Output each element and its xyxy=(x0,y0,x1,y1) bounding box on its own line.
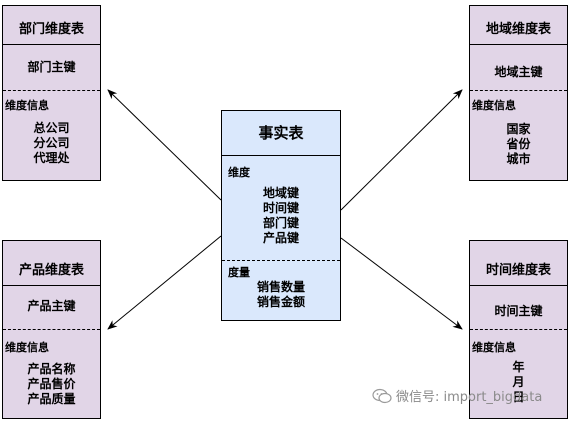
dept-title: 部门维度表 xyxy=(18,22,84,37)
fact-measure: 销售金额 xyxy=(256,295,305,309)
time-info-label: 维度信息 xyxy=(472,341,516,354)
region-info-items: 国家 省份 城市 xyxy=(470,122,567,167)
time-title-divider xyxy=(470,285,567,286)
region-key-divider xyxy=(470,90,567,91)
dept-item: 分公司 xyxy=(33,136,70,150)
watermark-text: 微信号: import_bigdata xyxy=(396,390,543,405)
dept-primary-key: 部门主键 xyxy=(27,60,76,74)
fact-dimension-label: 维度 xyxy=(228,166,250,179)
product-title: 产品维度表 xyxy=(18,263,84,278)
fact-title-divider xyxy=(222,155,340,156)
region-info-label: 维度信息 xyxy=(472,99,516,112)
fact-table: 事实表 维度 地域键 时间键 部门键 产品键 度量 销售数量 销售金额 xyxy=(221,110,341,321)
arrow-to-region xyxy=(340,89,463,211)
fact-dimension-key: 时间键 xyxy=(262,201,299,215)
fact-measure: 销售数量 xyxy=(256,280,305,294)
dept-item: 代理处 xyxy=(33,151,70,165)
fact-measure-label: 度量 xyxy=(228,266,250,279)
time-primary-key: 时间主键 xyxy=(494,304,543,318)
region-title-divider xyxy=(470,44,567,45)
region-primary-key: 地域主键 xyxy=(494,65,543,79)
product-dimension-table: 产品维度表 产品主键 维度信息 产品名称 产品售价 产品质量 xyxy=(2,240,101,419)
time-key-divider xyxy=(470,329,567,330)
arrow-to-time xyxy=(340,237,463,330)
region-item: 城市 xyxy=(506,152,531,166)
time-item: 月 xyxy=(512,375,525,389)
dept-info-label: 维度信息 xyxy=(5,99,49,112)
fact-measures: 销售数量 销售金额 xyxy=(222,280,340,310)
dept-key-divider xyxy=(3,90,100,91)
arrow-to-dept xyxy=(107,89,222,201)
time-item: 年 xyxy=(512,360,525,374)
product-item: 产品售价 xyxy=(27,377,76,391)
fact-title: 事实表 xyxy=(258,124,304,142)
region-title: 地域维度表 xyxy=(485,22,551,37)
product-primary-key: 产品主键 xyxy=(27,299,76,313)
fact-measure-divider xyxy=(222,260,340,261)
fact-dimension-key: 部门键 xyxy=(262,216,299,230)
dept-info-items: 总公司 分公司 代理处 xyxy=(3,121,100,166)
dept-item: 总公司 xyxy=(33,121,70,135)
fact-dimension-key: 产品键 xyxy=(262,231,299,245)
time-item: 日 xyxy=(512,390,525,404)
product-title-divider xyxy=(3,285,100,286)
wechat-watermark: 微信号: import_bigdata xyxy=(372,386,542,408)
fact-dimension-key: 地域键 xyxy=(262,186,299,200)
fact-dimension-keys: 地域键 时间键 部门键 产品键 xyxy=(222,186,340,246)
wechat-icon xyxy=(372,388,392,408)
region-item: 省份 xyxy=(506,137,531,151)
product-item: 产品名称 xyxy=(27,362,76,376)
product-info-label: 维度信息 xyxy=(5,341,49,354)
region-item: 国家 xyxy=(506,122,531,136)
product-key-divider xyxy=(3,329,100,330)
dept-dimension-table: 部门维度表 部门主键 维度信息 总公司 分公司 代理处 xyxy=(2,5,101,181)
product-item: 产品质量 xyxy=(27,392,76,406)
region-dimension-table: 地域维度表 地域主键 维度信息 国家 省份 城市 xyxy=(469,5,568,181)
dept-title-divider xyxy=(3,44,100,45)
product-info-items: 产品名称 产品售价 产品质量 xyxy=(3,362,100,407)
time-title: 时间维度表 xyxy=(485,263,551,278)
arrow-to-product xyxy=(107,235,222,330)
time-dimension-table: 时间维度表 时间主键 维度信息 年 月 日 xyxy=(469,240,568,419)
time-info-items: 年 月 日 xyxy=(470,360,567,405)
